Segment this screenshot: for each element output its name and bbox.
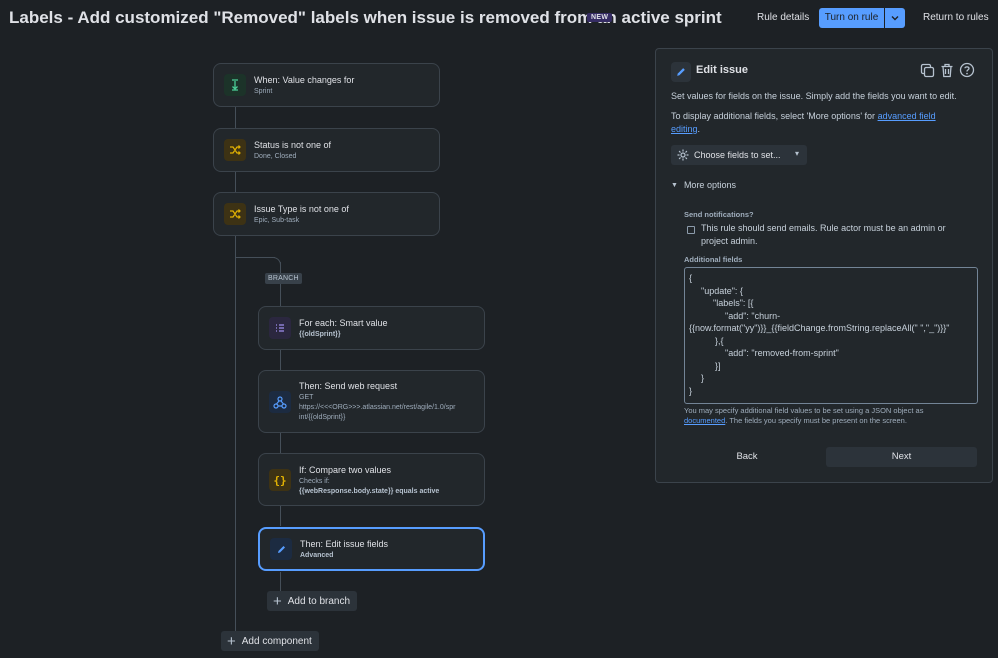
additional-fields-label: Additional fields	[684, 255, 743, 264]
web-request-card[interactable]: Then: Send web request GET https://<<<OR…	[258, 370, 485, 433]
flow-connector	[235, 171, 236, 192]
send-notifications-label: Send notifications?	[684, 210, 754, 219]
edit-issue-sub: Advanced	[300, 552, 334, 559]
condition-issue-type-title: Issue Type is not one of	[254, 204, 349, 214]
chevron-down-icon: ▾	[794, 149, 799, 158]
branch-connector	[235, 257, 275, 258]
chevron-down-icon: ▼	[671, 181, 678, 189]
condition-card-status[interactable]: Status is not one of Done, Closed	[213, 128, 440, 172]
more-options-toggle[interactable]: ▼ More options	[671, 180, 736, 190]
additional-fields-help: You may specify additional field values …	[684, 406, 924, 425]
condition-issue-type-sub: Epic, Sub-task	[254, 217, 300, 224]
code-line: },{	[715, 336, 724, 346]
condition-icon-box	[224, 139, 246, 161]
trigger-card[interactable]: When: Value changes for Sprint	[213, 63, 440, 107]
add-component-button[interactable]: + Add component	[221, 631, 319, 651]
web-request-url-cont: int/{{oldSprint}}	[299, 414, 346, 421]
web-request-url: https://<<<ORG>>>.atlassian.net/rest/agi…	[299, 404, 456, 411]
code-line: }	[701, 373, 705, 383]
send-notifications-checkbox[interactable]	[687, 226, 695, 234]
trigger-sub: Sprint	[254, 88, 273, 95]
code-line: "add": "churn-	[725, 311, 781, 321]
code-line: "labels": [{	[713, 298, 754, 308]
lightning-arrow-icon	[232, 79, 238, 91]
duplicate-icon	[920, 63, 934, 77]
condition-card-issue-type[interactable]: Issue Type is not one of Epic, Sub-task	[213, 192, 440, 236]
next-button[interactable]: Next	[826, 447, 977, 467]
braces-icon-box: {}	[269, 469, 291, 491]
edit-issue-card[interactable]: Then: Edit issue fields Advanced	[258, 527, 485, 571]
trash-icon	[941, 63, 953, 77]
code-line: {{now.format("yy")}}_{{fieldChange.fromS…	[689, 323, 950, 333]
additional-fields-textarea[interactable]: { "update": { "labels": [{ "add": "churn…	[684, 267, 978, 404]
documented-link[interactable]: documented	[684, 416, 726, 425]
pencil-icon-box	[270, 538, 292, 560]
compare-checks: Checks if:	[299, 478, 330, 485]
foreach-sub: {{oldSprint}}	[299, 331, 341, 338]
choose-fields-dropdown[interactable]: Choose fields to set... ▾	[671, 145, 807, 165]
code-line: }]	[715, 361, 721, 371]
plus-icon: +	[227, 632, 236, 650]
webhook-icon	[273, 395, 287, 409]
panel-description: Set values for fields on the issue. Simp…	[671, 91, 957, 101]
chevron-down-icon	[891, 16, 899, 21]
return-to-rules-button[interactable]: Return to rules	[923, 12, 989, 23]
turn-on-rule-button[interactable]: Turn on rule	[819, 8, 884, 28]
code-line: "add": "removed-from-sprint"	[725, 348, 839, 358]
add-to-branch-label: Add to branch	[287, 595, 351, 607]
braces-icon: {}	[273, 473, 287, 487]
advanced-field-editing-link-cont[interactable]: editing	[671, 124, 698, 134]
turn-on-options-button[interactable]	[885, 8, 905, 28]
code-line: }	[689, 386, 693, 396]
branch-label: BRANCH	[265, 273, 302, 284]
condition-status-sub: Done, Closed	[254, 153, 297, 160]
condition-icon-box	[224, 203, 246, 225]
compare-expression: {{webResponse.body.state}} equals active	[299, 488, 440, 495]
gear-icon	[677, 149, 689, 161]
pencil-icon	[277, 545, 285, 553]
page-title: Labels - Add customized "Removed" labels…	[9, 8, 722, 27]
list-icon	[276, 324, 284, 332]
edit-issue-panel: Edit issue Set values for fields on the …	[655, 48, 993, 483]
shuffle-icon	[229, 209, 241, 219]
rule-details-button[interactable]: Rule details	[757, 12, 810, 23]
duplicate-button[interactable]	[918, 61, 936, 79]
webhook-icon-box	[269, 391, 291, 413]
back-button[interactable]: Back	[736, 451, 758, 462]
trigger-icon-box	[224, 74, 246, 96]
edit-issue-title: Then: Edit issue fields	[300, 539, 389, 549]
panel-icon-box	[671, 62, 691, 82]
panel-description-2: To display additional fields, select 'Mo…	[671, 111, 936, 134]
choose-fields-label: Choose fields to set...	[694, 150, 781, 160]
help-icon	[959, 62, 975, 78]
condition-status-title: Status is not one of	[254, 140, 332, 150]
flow-connector	[235, 236, 236, 651]
foreach-title: For each: Smart value	[299, 318, 388, 328]
code-line: "update": {	[701, 286, 743, 296]
branch-foreach-card[interactable]: For each: Smart value {{oldSprint}}	[258, 306, 485, 350]
web-request-title: Then: Send web request	[299, 381, 398, 391]
panel-title: Edit issue	[696, 64, 748, 76]
help-button[interactable]	[958, 61, 976, 79]
send-notifications-text: This rule should send emails. Rule actor…	[701, 223, 946, 246]
compare-condition-card[interactable]: {} If: Compare two values Checks if: {{w…	[258, 453, 485, 506]
header: Labels - Add customized "Removed" labels…	[0, 0, 998, 38]
add-to-branch-button[interactable]: + Add to branch	[267, 591, 358, 611]
shuffle-icon	[229, 145, 241, 155]
delete-button[interactable]	[938, 61, 956, 79]
foreach-icon-box	[269, 317, 291, 339]
compare-title: If: Compare two values	[299, 465, 392, 475]
web-request-method: GET	[299, 394, 314, 401]
advanced-field-editing-link[interactable]: advanced field	[877, 111, 936, 121]
flow-connector	[235, 107, 236, 128]
add-component-label: Add component	[241, 635, 312, 647]
plus-icon: +	[273, 592, 282, 610]
code-line: {	[689, 273, 693, 283]
branch-curve	[266, 257, 281, 267]
new-badge: NEW	[587, 13, 613, 22]
trigger-title: When: Value changes for	[254, 75, 355, 85]
more-options-label: More options	[683, 180, 736, 190]
pencil-icon	[677, 68, 685, 76]
